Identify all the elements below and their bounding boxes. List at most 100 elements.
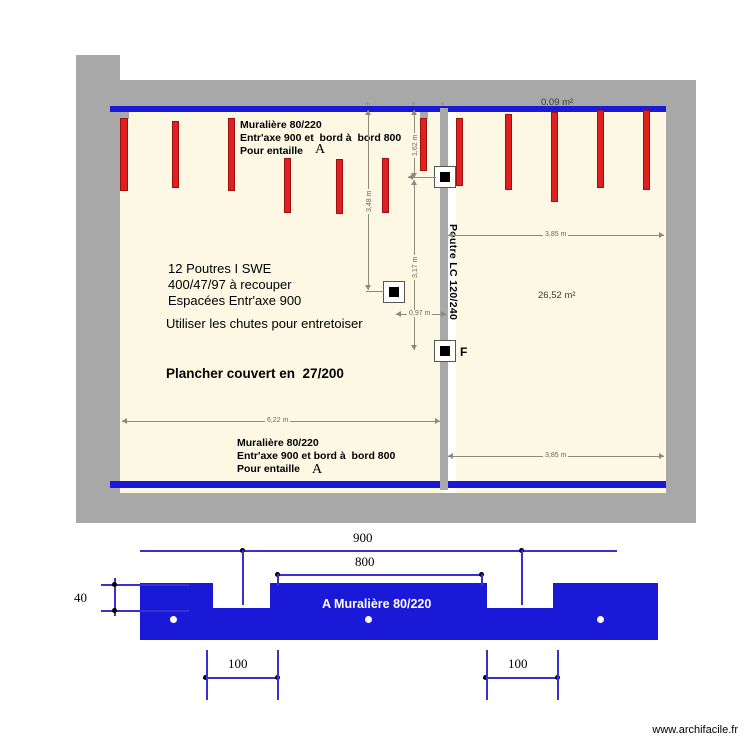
dim-h-left-bottom-arrow-left [122, 418, 127, 424]
joist-7 [420, 118, 427, 171]
dim-h-mid-post-leader [366, 291, 384, 292]
detail-dim-100-left-line [203, 677, 278, 679]
note-bottom-muraliere-line2: Entr'axe 900 et bord à bord 800 [237, 450, 396, 462]
joist-10 [551, 112, 558, 202]
detail-dim-800-ext-left [277, 574, 279, 586]
dim-tick-top-1: + [365, 99, 371, 109]
detail-dim-40-ext [114, 578, 116, 616]
detail-section-label: A Muralière 80/220 [322, 597, 432, 611]
joist-12 [643, 110, 650, 190]
detail-dim-800-line [276, 574, 482, 576]
joist-9 [505, 114, 512, 190]
detail-bolt-right [597, 616, 604, 623]
joist-cap-1 [120, 112, 129, 119]
joist-5 [336, 159, 343, 214]
detail-dim-40-node-bottom [112, 608, 117, 613]
joist-1 [120, 118, 128, 191]
joist-2 [172, 121, 179, 188]
note-plancher: Plancher couvert en 27/200 [166, 366, 344, 381]
detail-dim-100-left-ext-b [277, 650, 279, 700]
dim-h-post-leader [408, 177, 436, 178]
dim-v-mid-lower-arrow-top [411, 180, 417, 185]
note-top-muraliere-line3: Pour entaille [240, 145, 304, 157]
dim-h-right-top-text: 3,85 m [543, 231, 569, 238]
note-bottom-muraliere-line1: Muralière 80/220 [237, 437, 319, 449]
detail-dim-100-right-ext-a [486, 650, 488, 700]
detail-dim-100-left-text: 100 [228, 656, 248, 671]
detail-dim-100-right-line [483, 677, 558, 679]
joist-6 [382, 158, 389, 213]
joist-cap-7 [420, 112, 428, 119]
post-symbol-top[interactable] [434, 166, 456, 188]
detail-dim-40-line-bottom [101, 610, 189, 612]
detail-bolt-left [170, 616, 177, 623]
detail-dim-900-ext-left [242, 550, 244, 605]
detail-dim-900-line [140, 550, 617, 552]
dim-h-right-bottom-arrow-left [448, 453, 453, 459]
detail-bolt-center [365, 616, 372, 623]
detail-block-right [553, 583, 658, 611]
detail-dim-40-text: 40 [74, 590, 87, 605]
detail-dim-100-right-node-a [483, 675, 488, 680]
wall-top-left-stub [76, 55, 120, 80]
detail-flange-bottom [140, 608, 658, 640]
dim-h-right-top-arrow-right [659, 232, 664, 238]
dim-v-mid-upper-text: 1,62 m [412, 132, 419, 158]
post-symbol-middle[interactable] [383, 281, 405, 303]
note-beams-line3: Espacées Entr'axe 900 [168, 293, 302, 308]
dim-h-left-bottom-text: 6,22 m [265, 417, 291, 424]
dim-v-mid-lower-text: 3,17 m [412, 254, 419, 280]
detail-block-left [140, 583, 213, 611]
dim-h-left-bottom-arrow-right [435, 418, 440, 424]
poutre-lc-beam [440, 108, 448, 490]
muraliere-bottom-band [110, 481, 666, 488]
detail-dim-800-text: 800 [355, 554, 375, 569]
detail-dim-800-ext-right [481, 574, 483, 586]
note-beams-line1: 12 Poutres I SWE [168, 261, 272, 276]
note-top-muraliere-line2: Entr'axe 900 et bord à bord 800 [240, 132, 402, 144]
area-label-top-strip: 0.09 m² [541, 97, 574, 108]
wall-right [666, 80, 696, 523]
detail-dim-100-left-ext-a [206, 650, 208, 700]
dim-v-mid-upper-arrow-top [411, 110, 417, 115]
dim-h-small-text: 0,97 m [407, 310, 433, 317]
post-symbol-bottom[interactable] [434, 340, 456, 362]
dim-h-small-arrow-left [396, 311, 401, 317]
dim-v-left-arrow-top [365, 110, 371, 115]
dim-tick-top-2: + [411, 99, 417, 109]
joist-11 [597, 110, 604, 188]
note-top-muraliere-line1: Muralière 80/220 [240, 119, 322, 131]
detail-ref-letter-a-top: A [315, 142, 326, 157]
dim-h-right-bottom-arrow-right [659, 453, 664, 459]
detail-dim-40-node-top [112, 582, 117, 587]
joist-4 [284, 158, 291, 213]
poutre-lc-label: Poutre LC 120/240 [447, 224, 459, 321]
wall-bottom [76, 493, 696, 523]
joist-3 [228, 118, 235, 191]
dim-v-left-arrow-bottom [365, 285, 371, 290]
wall-top [76, 80, 696, 110]
detail-ref-letter-a-bottom: A [312, 462, 323, 477]
dim-tick-top-3: + [440, 99, 446, 109]
dim-v-mid-upper-arrow-bottom [411, 173, 417, 178]
note-bottom-muraliere-line3: Pour entaille [237, 463, 301, 475]
dim-v-mid-lower-arrow-bottom [411, 345, 417, 350]
dim-h-right-bottom-text: 3,85 m [543, 452, 569, 459]
note-beams-line2: 400/47/97 à recouper [168, 277, 292, 292]
dim-h-small-arrow-right [441, 311, 446, 317]
muraliere-top-band [110, 106, 666, 112]
floor-slab-right [456, 110, 666, 493]
dim-v-left-text: 3,48 m [366, 188, 373, 214]
detail-dim-100-left-node-a [203, 675, 208, 680]
detail-dim-100-right-ext-b [557, 650, 559, 700]
detail-block-center [270, 583, 487, 611]
post-label-f: F [460, 345, 468, 359]
joist-8 [456, 118, 463, 186]
detail-dim-900-ext-right [521, 550, 523, 605]
dim-h-right-top-arrow-left [448, 232, 453, 238]
area-label-main-room: 26,52 m² [538, 290, 576, 301]
note-chutes: Utiliser les chutes pour entretoiser [166, 316, 363, 331]
detail-dim-100-right-text: 100 [508, 656, 528, 671]
dim-h-post-leader-arrow [408, 174, 413, 180]
